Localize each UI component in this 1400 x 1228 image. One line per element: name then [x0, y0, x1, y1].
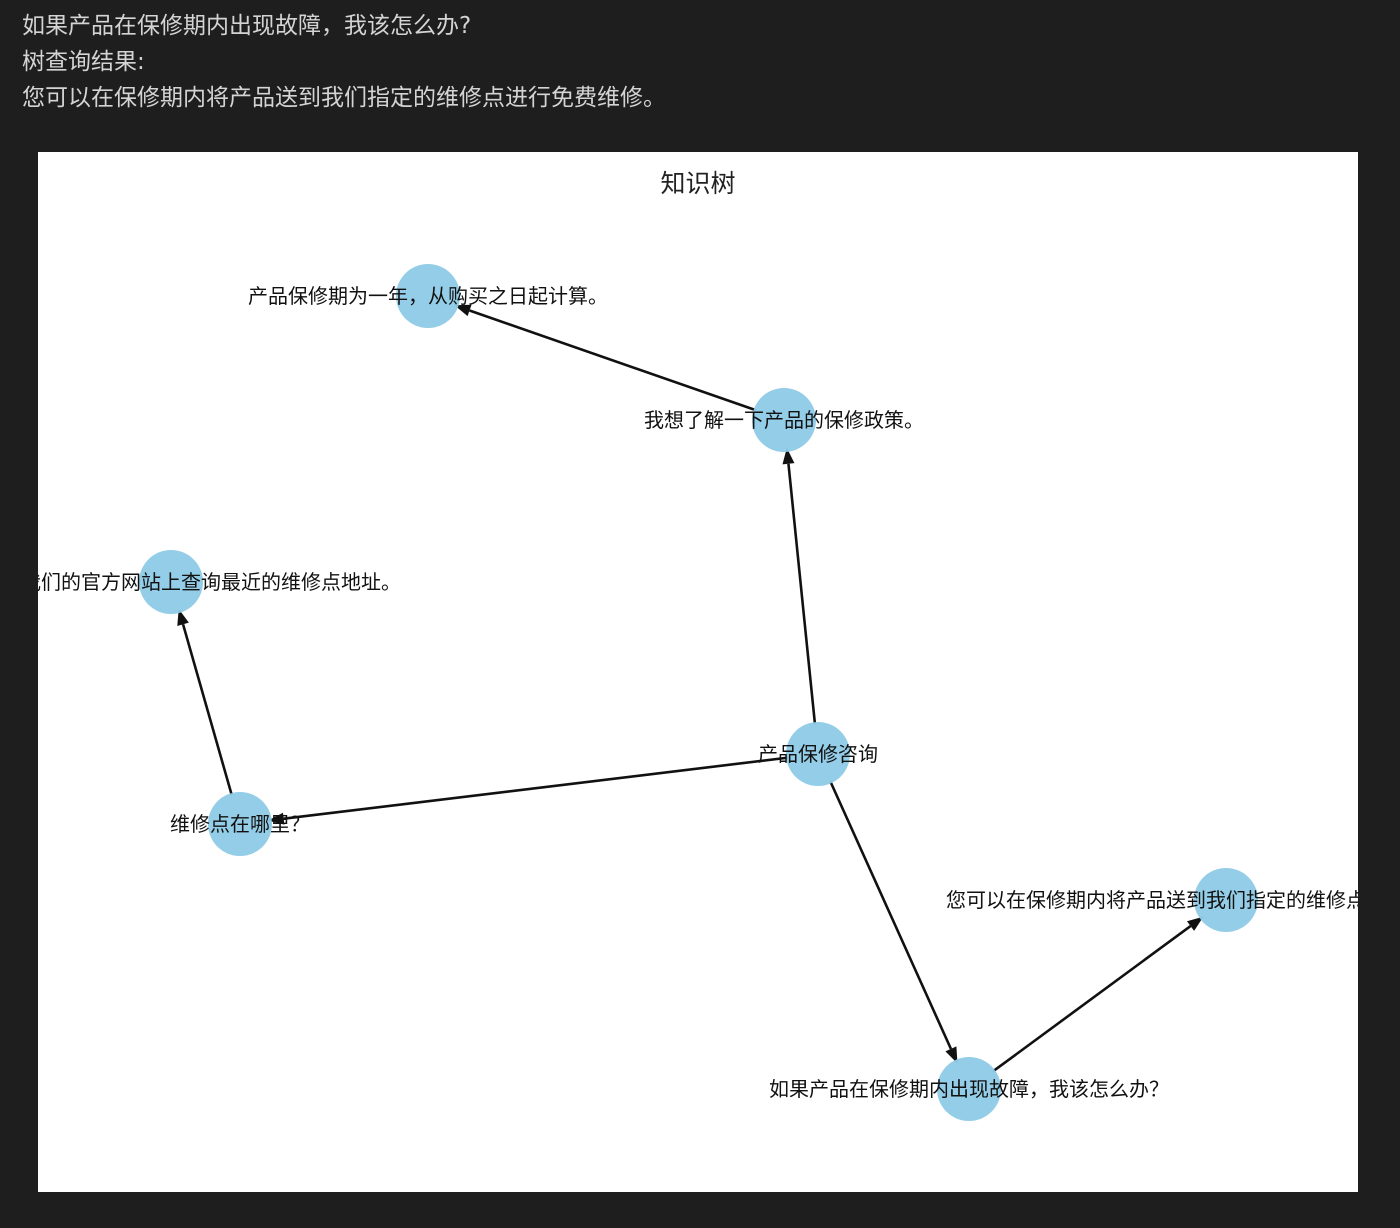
edge-where-to-website: [181, 623, 234, 796]
arrowhead-where-to-website: [177, 608, 189, 626]
edge-root-to-where: [283, 756, 789, 821]
edge-root-to-policy: [787, 463, 817, 725]
query-answer: 您可以在保修期内将产品送到我们指定的维修点进行免费维修。: [22, 85, 666, 111]
arrowhead-root-to-where: [267, 812, 285, 825]
node-policy[interactable]: [752, 388, 816, 452]
diagram-title: 知识树: [660, 169, 735, 198]
node-label-root: 产品保修咨询: [758, 742, 878, 766]
node-label-website: 您可以在我们的官方网站上查询最近的维修点地址。: [38, 570, 401, 594]
edges-layer: [177, 304, 1204, 1073]
output-text: 如果产品在保修期内出现故障，我该怎么办? 树查询结果: 您可以在保修期内将产品送…: [22, 8, 666, 116]
node-where[interactable]: [208, 792, 272, 856]
node-period[interactable]: [396, 264, 460, 328]
arrowhead-root-to-fault: [945, 1046, 958, 1064]
node-repair[interactable]: [1194, 868, 1258, 932]
result-label: 树查询结果:: [22, 49, 145, 75]
edge-root-to-fault: [829, 780, 953, 1050]
node-fault[interactable]: [937, 1057, 1001, 1121]
node-label-policy: 我想了解一下产品的保修政策。: [644, 408, 924, 432]
query-question: 如果产品在保修期内出现故障，我该怎么办?: [22, 13, 472, 39]
knowledge-tree-graph: 知识树 产品保修咨询 我想了解一下产品的保修政策。 产品保修期为一年，从购买之日起计…: [38, 169, 1358, 1121]
node-label-fault: 如果产品在保修期内出现故障，我该怎么办？: [769, 1077, 1169, 1101]
arrowhead-fault-to-repair: [1186, 916, 1204, 931]
edge-fault-to-repair: [992, 925, 1192, 1073]
node-website[interactable]: [139, 550, 203, 614]
node-label-where: 维修点在哪里？: [170, 812, 310, 836]
node-label-repair: 您可以在保修期内将产品送到我们指定的维修点进行免费维修。: [946, 888, 1358, 912]
knowledge-tree-figure: 知识树 产品保修咨询 我想了解一下产品的保修政策。 产品保修期为一年，从购买之日起计…: [38, 152, 1358, 1192]
edge-policy-to-period: [469, 309, 757, 412]
node-label-period: 产品保修期为一年，从购买之日起计算。: [248, 284, 608, 308]
node-root[interactable]: [786, 722, 850, 786]
arrowhead-policy-to-period: [454, 304, 472, 317]
nodes-layer: 产品保修咨询 我想了解一下产品的保修政策。 产品保修期为一年，从购买之日起计算。维修…: [38, 264, 1358, 1121]
arrowhead-root-to-policy: [782, 447, 795, 465]
